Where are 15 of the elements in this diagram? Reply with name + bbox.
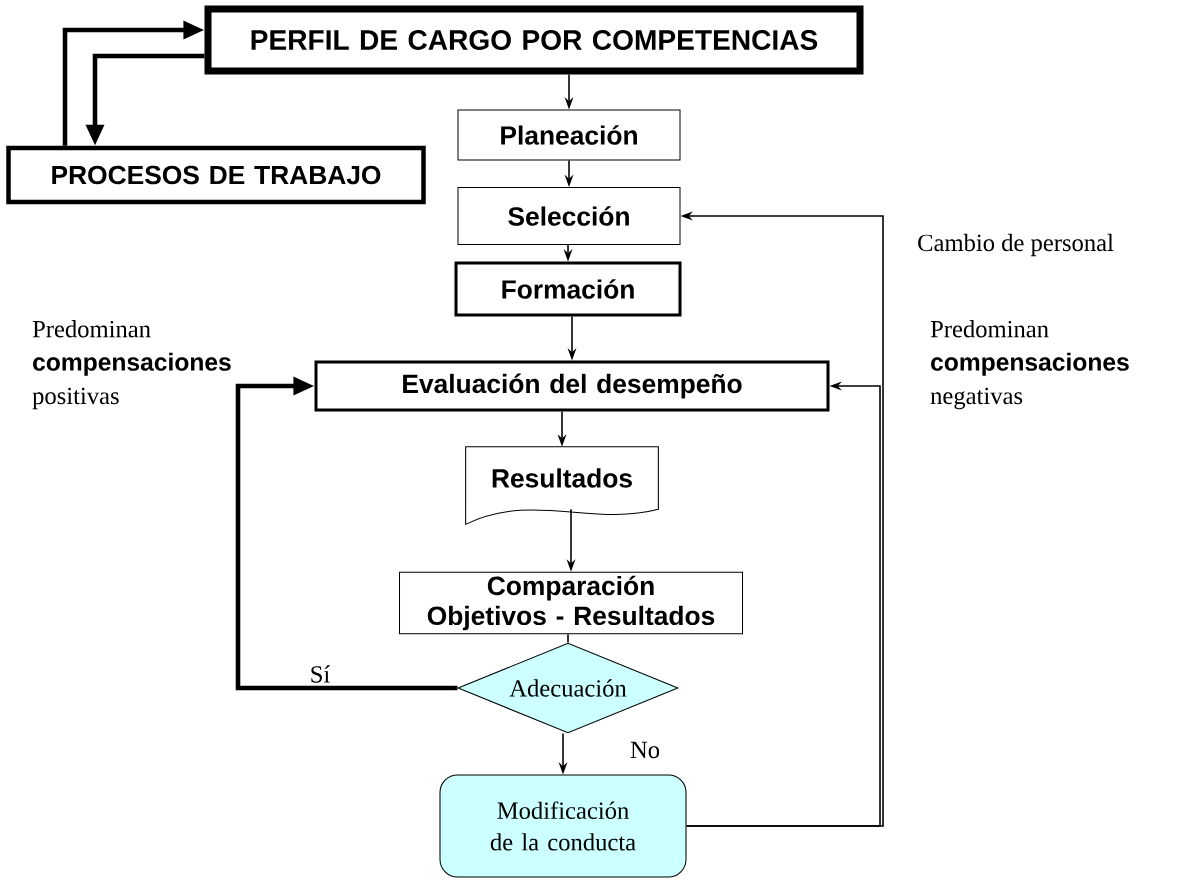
- process-box: Evaluación del desempeño: [314, 360, 830, 412]
- process-box: Formación: [454, 261, 682, 317]
- document-box: Resultados: [465, 446, 659, 525]
- arrow: [235, 376, 458, 691]
- edge-label: Sí: [308, 663, 332, 685]
- note-text: Predominan compensaciones negativas: [930, 320, 1129, 410]
- process-box: Planeación: [457, 109, 681, 161]
- note-text: Cambio de personal: [918, 233, 1114, 257]
- process-box: Selección: [457, 187, 681, 245]
- edge-label: No: [628, 740, 662, 760]
- process-box: PROCESOS DE TRABAJO: [6, 145, 426, 205]
- process-box: Comparación Objetivos - Resultados: [399, 571, 743, 635]
- title-box: PERFIL DE CARGO POR COMPETENCIAS: [204, 5, 864, 75]
- rounded-box: Modificación de la conducta: [439, 774, 687, 878]
- note-text: Predominan compensaciones positivas: [32, 320, 231, 410]
